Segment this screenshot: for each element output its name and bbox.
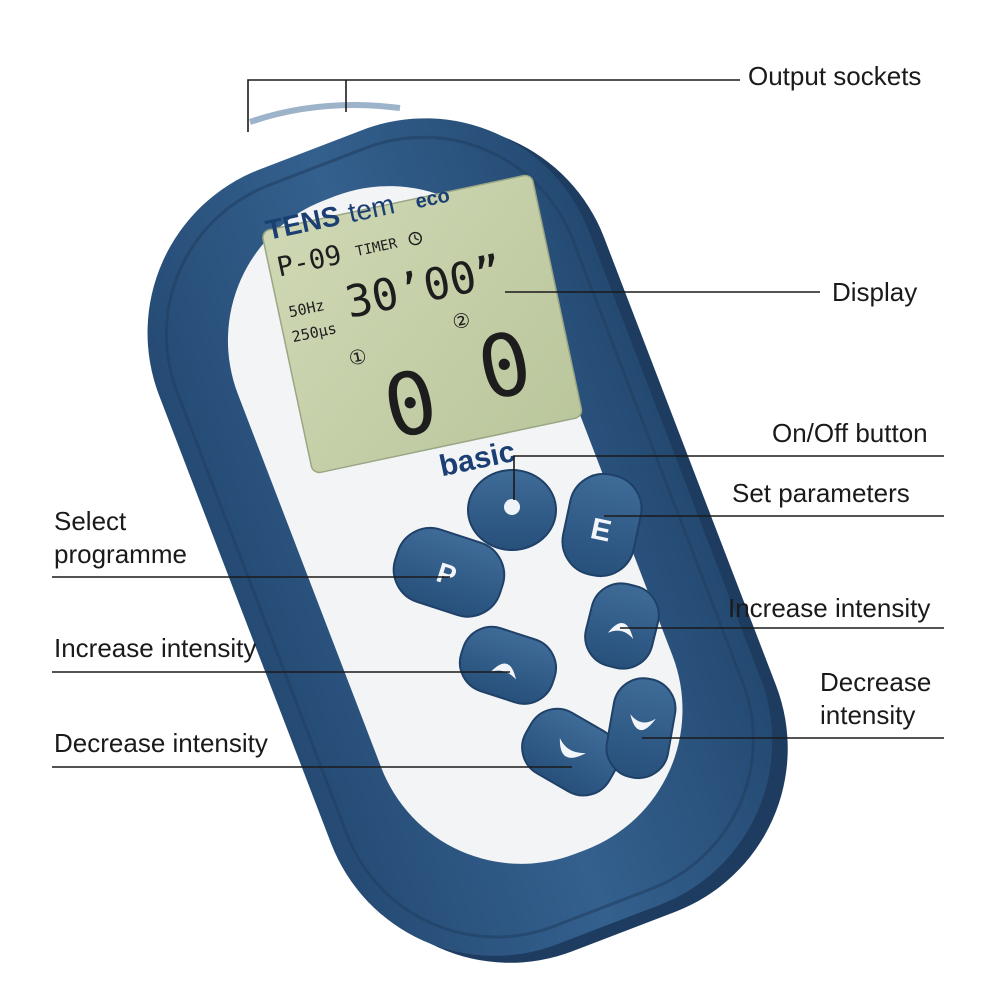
decrease-intensity-right-button[interactable] (602, 674, 680, 783)
callout-output-sockets: Output sockets (748, 61, 922, 91)
set-parameters-button[interactable]: E (556, 468, 648, 583)
leader-output-sockets (247, 79, 740, 132)
increase-intensity-right-button[interactable] (579, 577, 665, 675)
chevron-up-icon (607, 623, 634, 640)
callout-display: Display (832, 277, 918, 307)
callout-decrease-right-line2: intensity (820, 700, 916, 730)
callout-select-programme-line1: Select (54, 506, 127, 536)
callout-set-parameters: Set parameters (732, 478, 910, 508)
increase-intensity-left-button[interactable] (452, 619, 564, 711)
leader-lines (52, 79, 944, 768)
chevron-down-icon (559, 738, 586, 758)
callout-decrease-right-line1: Decrease (820, 667, 932, 697)
clock-icon (408, 231, 422, 246)
decrease-intensity-left-button[interactable] (511, 698, 629, 807)
output-sockets-edge (249, 102, 401, 125)
callout-increase-right: Increase intensity (728, 593, 931, 623)
callout-increase-left: Increase intensity (54, 633, 257, 663)
select-programme-button[interactable]: P (385, 519, 513, 625)
power-dot-icon (504, 499, 520, 515)
callout-decrease-left: Decrease intensity (54, 728, 268, 758)
lcd-channel-2-marker: ② (450, 307, 473, 334)
lcd-channel-1-marker: ① (346, 344, 369, 371)
chevron-up-icon (491, 663, 516, 680)
lcd-display: P-09 TIMER 50Hz 250μs 30’00” ① ② 0 0 (262, 174, 583, 474)
callout-on-off: On/Off button (772, 418, 928, 448)
chevron-down-icon (630, 714, 656, 731)
leader-on-off (513, 455, 944, 500)
callout-select-programme-line2: programme (54, 539, 187, 569)
on-off-button[interactable] (467, 469, 557, 551)
